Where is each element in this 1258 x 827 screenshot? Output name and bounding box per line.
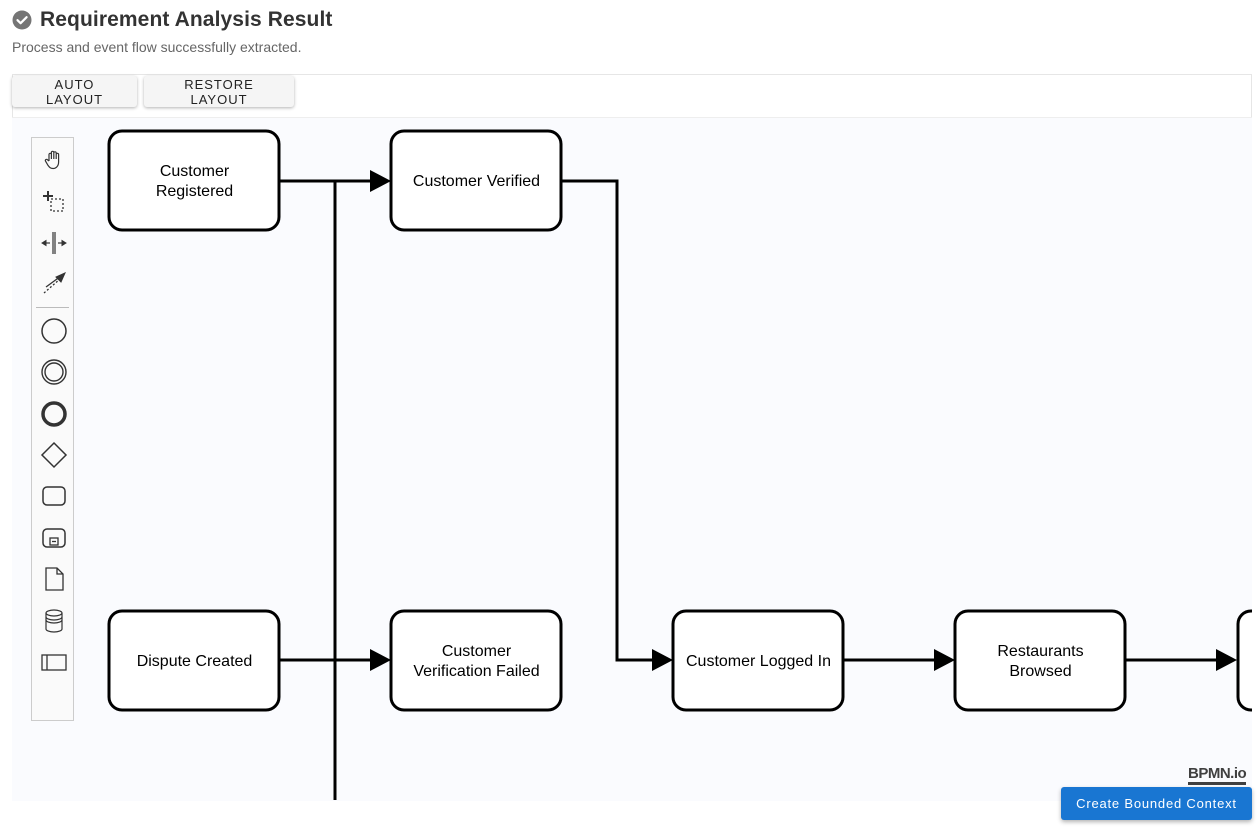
- bpmn-io-logo[interactable]: BPMN.io: [1188, 766, 1247, 785]
- node-label: Verification Failed: [413, 663, 539, 680]
- gateway-icon[interactable]: [32, 438, 75, 472]
- arrowhead: [934, 649, 955, 671]
- header: Requirement Analysis Result: [12, 8, 333, 32]
- palette-separator: [36, 307, 69, 308]
- arrowhead: [1216, 649, 1237, 671]
- tool-palette: [31, 137, 74, 721]
- node-label: Restaurants: [997, 643, 1083, 660]
- global-connect-tool-icon[interactable]: [32, 266, 75, 300]
- node-customer-logged-in[interactable]: Customer Logged In: [671, 609, 845, 712]
- data-object-icon[interactable]: [32, 562, 75, 596]
- node-partial-offscreen[interactable]: [1236, 609, 1258, 712]
- node-label: Dispute Created: [137, 653, 253, 670]
- node-label: Customer Logged In: [686, 653, 831, 670]
- hand-tool-icon[interactable]: [32, 143, 75, 177]
- page-title: Requirement Analysis Result: [40, 8, 333, 31]
- node-customer-verified[interactable]: Customer Verified: [389, 129, 563, 232]
- create-bounded-context-button[interactable]: Create Bounded Context: [1061, 787, 1252, 820]
- node-label: Customer: [160, 163, 230, 180]
- node-customer-verification-failed[interactable]: Customer Verification Failed: [389, 609, 563, 712]
- flow-arrowheads: [370, 170, 1237, 671]
- node-label: Browsed: [1009, 663, 1071, 680]
- lasso-tool-icon[interactable]: [32, 185, 75, 219]
- node-restaurants-browsed[interactable]: Restaurants Browsed: [953, 609, 1127, 712]
- flow-verified-to-logged-in: [561, 179, 654, 662]
- node-label: Customer: [442, 643, 512, 660]
- end-event-icon[interactable]: [32, 397, 75, 431]
- data-store-icon[interactable]: [32, 604, 75, 638]
- node-customer-registered[interactable]: Customer Registered: [107, 129, 281, 232]
- restore-layout-button[interactable]: RESTORE LAYOUT: [144, 76, 294, 107]
- task-icon[interactable]: [32, 479, 75, 513]
- start-event-icon[interactable]: [32, 314, 75, 348]
- arrowhead: [370, 170, 391, 192]
- arrowhead: [652, 649, 673, 671]
- arrowhead: [370, 649, 391, 671]
- space-tool-icon[interactable]: [32, 226, 75, 260]
- page-subtitle: Process and event flow successfully extr…: [12, 39, 302, 55]
- check-circle-icon: [12, 10, 32, 30]
- node-dispute-created[interactable]: Dispute Created: [107, 609, 281, 712]
- node-label: Registered: [156, 183, 233, 200]
- node-label: Customer Verified: [413, 173, 540, 190]
- auto-layout-button[interactable]: AUTO LAYOUT: [12, 76, 137, 107]
- subprocess-icon[interactable]: [32, 521, 75, 555]
- pool-icon[interactable]: [32, 645, 75, 679]
- intermediate-event-icon[interactable]: [32, 355, 75, 389]
- sequence-flows: [279, 179, 1218, 800]
